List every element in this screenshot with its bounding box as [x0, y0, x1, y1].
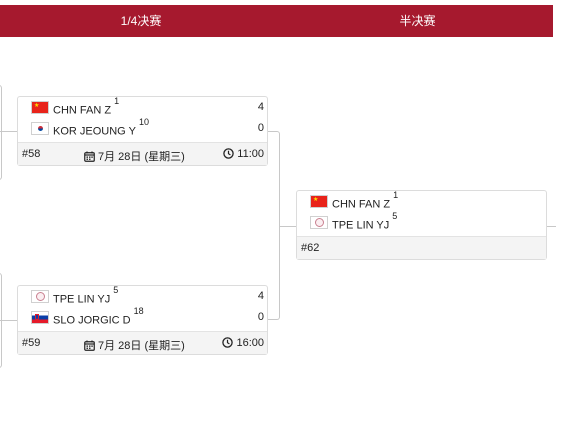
match-footer: #58 7月 28日 (星期三) 11:00	[18, 142, 267, 165]
match-card-58[interactable]: ★ CHN FAN Z1 4 KOR JEOUNG Y10 0 #58 7月 2…	[17, 96, 268, 166]
bracket-connector-prev-top	[0, 85, 2, 180]
player-score: 4	[257, 290, 264, 302]
bracket-line-to-semifinal	[280, 226, 296, 227]
player-seed: 10	[138, 117, 149, 127]
player-name[interactable]: CHN FAN Z1	[53, 96, 120, 117]
round-label-quarterfinal[interactable]: 1/4决赛	[120, 14, 162, 28]
match-number: #58	[22, 148, 41, 160]
match-footer: #62	[297, 236, 546, 259]
flag-chn-icon: ★	[310, 195, 328, 208]
player-seed: 5	[113, 285, 119, 295]
match-player-row[interactable]: TPE LIN YJ5 4	[18, 285, 267, 307]
clock-icon	[222, 337, 234, 348]
match-footer: #59 7月 28日 (星期三) 16:00	[18, 331, 267, 354]
player-seed: 1	[114, 96, 120, 106]
bracket-connector-qf	[266, 131, 280, 320]
player-name[interactable]: CHN FAN Z1	[332, 190, 399, 211]
calendar-icon	[84, 340, 95, 351]
match-number: #59	[22, 337, 41, 349]
match-card-59[interactable]: TPE LIN YJ5 4 SLO JORGIC D18 0 #59 7月 28…	[17, 285, 268, 355]
match-date: 7月 28日 (星期三)	[84, 148, 185, 164]
player-seed: 5	[392, 211, 398, 221]
calendar-icon	[84, 151, 95, 162]
match-player-row[interactable]: ★ CHN FAN Z1	[297, 190, 546, 212]
match-card-62[interactable]: ★ CHN FAN Z1 TPE LIN YJ5 #62	[296, 190, 547, 260]
flag-slo-icon	[31, 311, 49, 324]
player-name[interactable]: TPE LIN YJ5	[332, 211, 398, 232]
match-player-row[interactable]: TPE LIN YJ5	[297, 211, 546, 233]
player-name[interactable]: TPE LIN YJ5	[53, 285, 119, 306]
bracket-line-prev-bottom	[0, 320, 17, 321]
clock-icon	[223, 148, 235, 159]
player-score: 0	[257, 311, 264, 323]
player-seed: 1	[393, 190, 399, 200]
bracket-line-to-final	[546, 226, 556, 227]
bracket-line-prev-top	[0, 131, 17, 132]
player-seed: 18	[133, 306, 144, 316]
match-player-row[interactable]: KOR JEOUNG Y10 0	[18, 117, 267, 139]
flag-tpe-icon	[310, 216, 328, 229]
player-score: 4	[257, 101, 264, 113]
match-time: 11:00	[223, 148, 264, 160]
match-number: #62	[301, 242, 320, 254]
flag-tpe-icon	[31, 290, 49, 303]
player-score: 0	[257, 122, 264, 134]
match-player-row[interactable]: SLO JORGIC D18 0	[18, 306, 267, 328]
player-name[interactable]: KOR JEOUNG Y10	[53, 117, 149, 138]
round-header-bar: 1/4决赛 半决赛	[0, 5, 553, 37]
round-label-semifinal[interactable]: 半决赛	[399, 14, 436, 28]
match-player-row[interactable]: ★ CHN FAN Z1 4	[18, 96, 267, 118]
match-date: 7月 28日 (星期三)	[84, 337, 185, 353]
match-time: 16:00	[222, 337, 264, 349]
flag-kor-icon	[31, 122, 49, 135]
player-name[interactable]: SLO JORGIC D18	[53, 306, 144, 327]
flag-chn-icon: ★	[31, 101, 49, 114]
